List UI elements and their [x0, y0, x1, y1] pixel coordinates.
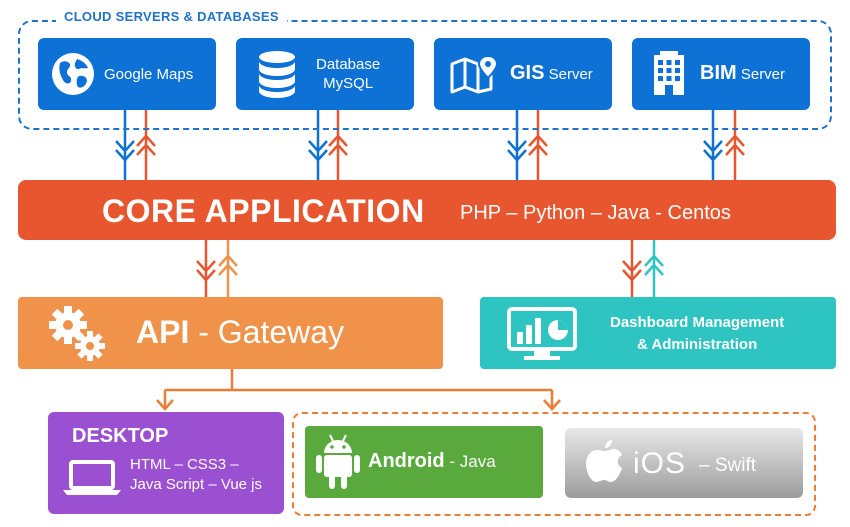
gis-server: GIS Server	[434, 38, 612, 110]
arrow-pair-gis	[507, 110, 548, 180]
laptop-icon	[63, 460, 121, 495]
cloud-group-frame	[18, 20, 832, 130]
desktop-tech: HTML – CSS3 – Java Script – Vue js	[130, 455, 262, 495]
bim-label: BIM Server	[700, 62, 786, 84]
gis-label: GIS Server	[510, 62, 593, 84]
database-label-line2: MySQL	[323, 75, 374, 92]
android-label-strong: Android	[368, 450, 445, 472]
gis-label-suffix: Server	[548, 66, 593, 83]
desktop-title: DESKTOP	[72, 425, 169, 447]
bim-label-strong: BIM	[700, 62, 737, 84]
cloud-group-title: CLOUD SERVERS & DATABASES	[56, 9, 287, 24]
building-icon	[654, 51, 684, 95]
arrow-pair-dashboard	[622, 240, 664, 297]
desktop-tech-line1: HTML – CSS3 –	[130, 456, 239, 473]
arrow-pair-database	[308, 110, 348, 180]
database-label-line1: Database	[316, 56, 381, 73]
desktop-tech-line2: Java Script – Vue js	[130, 476, 263, 493]
arrow-pair-google-maps	[115, 110, 156, 180]
dashboard-label: Dashboard Management & Administration	[610, 312, 784, 356]
dashboard-label-line2: & Administration	[636, 336, 758, 353]
api-gateway-label-strong: API	[136, 314, 190, 350]
arrow-pair-bim	[703, 110, 745, 180]
ios-swift-label: – Swift	[699, 455, 757, 476]
bim-server: BIM Server	[632, 38, 810, 110]
apple-logo-icon	[586, 440, 622, 482]
gears-icon	[49, 306, 105, 361]
database-icon	[259, 51, 295, 98]
dashboard-label-line1: Dashboard Management	[610, 314, 785, 331]
google-maps-label: Google Maps	[104, 65, 194, 83]
core-application-tech: PHP – Python – Java - Centos	[460, 202, 731, 224]
api-gateway-label-rest: - Gateway	[189, 314, 345, 350]
map-pin-icon	[450, 54, 499, 94]
arrow-api-to-clients	[156, 369, 561, 411]
gis-label-strong: GIS	[510, 62, 545, 84]
android-label: Android - Java	[368, 450, 496, 473]
database-server: Database MySQL	[236, 38, 414, 110]
mobile-group-frame	[292, 412, 816, 516]
api-gateway-label: API - Gateway	[136, 314, 344, 351]
database-label: Database MySQL	[316, 55, 380, 93]
core-application-title: CORE APPLICATION	[102, 193, 425, 229]
ios-label: iOS	[633, 447, 687, 480]
dashboard-monitor-icon	[507, 307, 577, 360]
bim-label-suffix: Server	[740, 66, 786, 83]
google-maps-server: Google Maps	[38, 38, 216, 110]
android-robot-icon	[316, 434, 360, 489]
core-application-bar	[18, 180, 836, 240]
globe-icon	[52, 53, 94, 95]
arrow-pair-api	[196, 240, 238, 297]
android-label-rest: - Java	[444, 452, 496, 471]
